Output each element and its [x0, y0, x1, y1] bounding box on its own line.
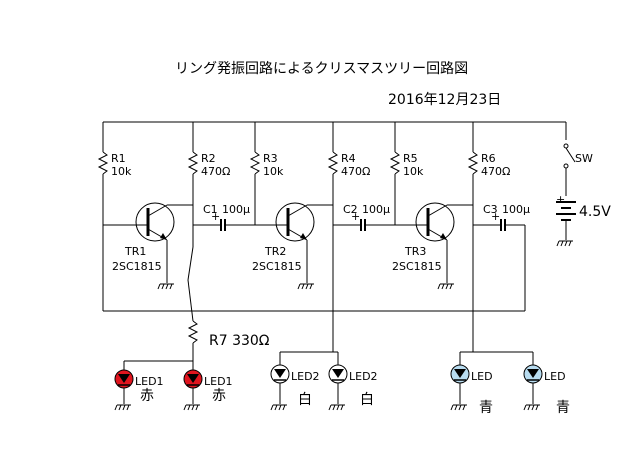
r7-label: R7 330Ω	[209, 333, 270, 349]
tr3-part: 2SC1815	[392, 260, 442, 273]
led-blue-1: LED 青	[450, 352, 493, 416]
ground-symbol	[157, 283, 174, 290]
diagram-date: 2016年12月23日	[388, 92, 501, 108]
ground-symbol	[183, 404, 200, 411]
tr1-name: TR1	[124, 245, 146, 258]
r4-value: 470Ω	[341, 165, 370, 178]
resistor-r1: R1 10k	[97, 122, 132, 225]
led-1a-name: LED1	[135, 375, 164, 388]
led-3a-color: 青	[479, 400, 493, 416]
led-3b-color: 青	[556, 400, 570, 416]
switch-label: SW	[575, 152, 593, 165]
capacitor-c1: + C1 100μ	[167, 203, 255, 231]
r3-name: R3	[263, 152, 278, 165]
led-3a-name: LED	[471, 370, 493, 383]
r1-value: 10k	[111, 165, 132, 178]
resistor-r6: R6 470Ω	[467, 122, 510, 352]
ground-symbol	[297, 283, 314, 290]
r3-value: 10k	[263, 165, 284, 178]
resistor-r7: R7 330Ω	[187, 246, 270, 361]
r4-name: R4	[341, 152, 356, 165]
battery-symbol: + 4.5V	[556, 193, 611, 240]
tr2-part: 2SC1815	[252, 260, 302, 273]
r5-value: 10k	[403, 165, 424, 178]
led-2b-name: LED2	[349, 370, 378, 383]
led-white-2: LED2 白	[328, 352, 378, 408]
led-1b-name: LED1	[204, 375, 233, 388]
resistor-r3: R3 10k	[249, 122, 284, 225]
led-red-2: LED1 赤	[183, 361, 233, 404]
led-red-1: LED1 赤	[114, 361, 164, 404]
led-2a-name: LED2	[291, 370, 320, 383]
led-1b-color: 赤	[212, 388, 226, 404]
c1-plus: +	[211, 210, 220, 223]
tr1-part: 2SC1815	[112, 260, 162, 273]
feedback-wire	[102, 225, 525, 312]
battery-plus: +	[556, 193, 565, 206]
capacitor-c3: + C3 100μ	[473, 203, 530, 311]
led-white-1: LED2 白	[270, 352, 320, 408]
battery-voltage: 4.5V	[579, 204, 611, 220]
resistor-r2: R2 470Ω	[187, 122, 230, 247]
c3-name: C3	[483, 203, 498, 216]
transistor-tr1: TR1 2SC1815	[103, 202, 175, 283]
c1-value: 100μ	[222, 203, 250, 216]
tr3-name: TR3	[404, 245, 426, 258]
ground-symbol	[556, 240, 573, 247]
ground-symbol	[523, 404, 540, 411]
capacitor-c2: + C2 100μ	[333, 203, 395, 231]
r6-name: R6	[481, 152, 496, 165]
switch-symbol: SW	[563, 143, 593, 196]
diagram-title: リング発振回路によるクリスマスツリー回路図	[175, 61, 468, 77]
resistor-r5: R5 10k	[389, 122, 424, 225]
ground-symbol	[114, 404, 131, 411]
led-1a-color: 赤	[140, 388, 154, 404]
transistor-tr3: TR3 2SC1815	[392, 202, 473, 283]
ground-symbol	[328, 404, 345, 411]
led-2a-color: 白	[298, 392, 312, 408]
r6-value: 470Ω	[481, 165, 510, 178]
transistor-tr2: TR2 2SC1815	[252, 202, 333, 283]
ground-symbol	[270, 404, 287, 411]
r2-name: R2	[201, 152, 216, 165]
led-blue-2: LED 青	[523, 352, 570, 416]
c2-name: C2	[343, 203, 358, 216]
c1-name: C1	[203, 203, 218, 216]
tr2-name: TR2	[264, 245, 286, 258]
resistor-r4: R4 470Ω	[327, 122, 370, 352]
c2-plus: +	[351, 210, 360, 223]
c3-value: 100μ	[502, 203, 530, 216]
c2-value: 100μ	[362, 203, 390, 216]
ground-symbol	[437, 283, 454, 290]
c3-plus: +	[491, 210, 500, 223]
supply-rail	[103, 121, 567, 140]
led-2b-color: 白	[360, 392, 374, 408]
led-3b-name: LED	[544, 370, 566, 383]
ground-symbol	[450, 404, 467, 411]
r5-name: R5	[403, 152, 418, 165]
r2-value: 470Ω	[201, 165, 230, 178]
r1-name: R1	[111, 152, 126, 165]
